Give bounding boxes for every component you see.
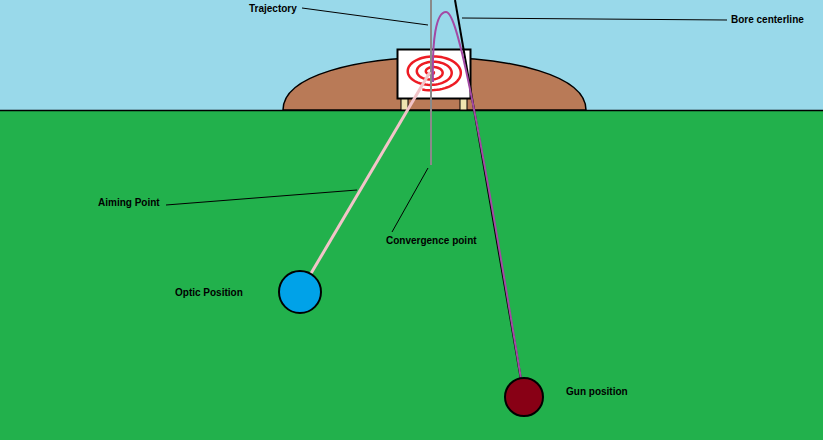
callout-label: Gun position <box>566 386 628 398</box>
gun-marker <box>505 378 543 416</box>
target-spiral <box>408 56 461 90</box>
optic-marker <box>279 271 321 313</box>
callout-label: Aiming Point <box>98 197 160 209</box>
aiming-line <box>300 72 430 292</box>
callout-label: Bore centerline <box>731 14 804 26</box>
leader-line <box>392 168 428 232</box>
sky <box>0 0 823 111</box>
callout-label: Convergence point <box>386 235 477 247</box>
callout-label: Optic Position <box>175 287 243 299</box>
ground <box>0 110 823 440</box>
leader-line <box>166 190 357 205</box>
trajectory-curve <box>433 12 524 397</box>
leader-line <box>462 18 727 20</box>
convergence-line <box>430 0 432 165</box>
target-post <box>460 98 467 110</box>
leader-line <box>302 8 428 25</box>
callout-label: Trajectory <box>249 3 297 15</box>
